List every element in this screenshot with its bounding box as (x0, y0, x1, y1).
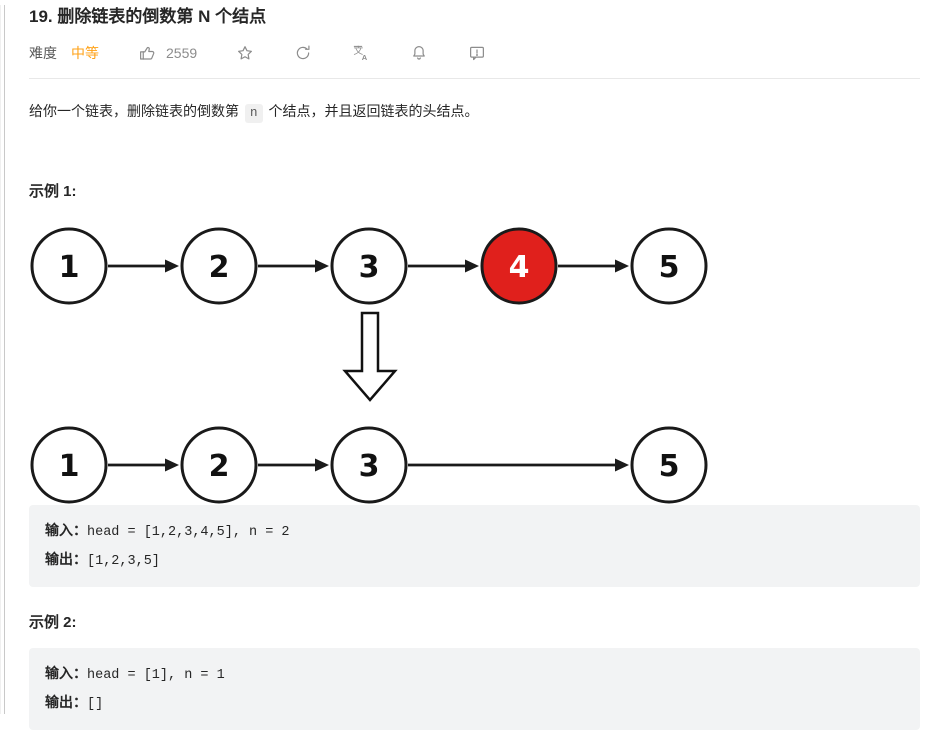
svg-text:1: 1 (59, 449, 80, 484)
svg-text:2: 2 (209, 449, 230, 484)
difficulty-label: 难度 (29, 45, 57, 61)
problem-title: 19. 删除链表的倒数第 N 个结点 (29, 7, 267, 26)
output-label: 输出： (45, 551, 87, 567)
example-1-output-value: [1,2,3,5] (87, 554, 160, 569)
feedback-icon[interactable] (467, 43, 487, 63)
inline-code-n: n (245, 104, 263, 123)
thumbs-up-icon (137, 43, 157, 63)
svg-text:3: 3 (359, 449, 380, 484)
problem-meta-row: 难度 中等 2559 文 (29, 41, 920, 65)
example-2-heading: 示例 2: (29, 614, 77, 631)
example-1-block: 输入：head = [1,2,3,4,5], n = 2 输出：[1,2,3,5… (29, 505, 920, 587)
input-label: 输入： (45, 522, 87, 538)
problem-description: 给你一个链表，删除链表的倒数第 n 个结点，并且返回链表的头结点。 (29, 100, 920, 123)
svg-text:A: A (362, 53, 368, 62)
example-1-input-value: head = [1,2,3,4,5], n = 2 (87, 525, 290, 540)
description-text-before: 给你一个链表，删除链表的倒数第 (29, 103, 239, 119)
like-count: 2559 (166, 45, 198, 61)
difficulty-badge: 中等 (71, 45, 99, 61)
example-1-heading: 示例 1: (29, 183, 77, 200)
like-button[interactable]: 2559 (137, 43, 197, 63)
example-2-block: 输入：head = [1], n = 1 输出：[] (29, 648, 920, 730)
input-label: 输入： (45, 665, 87, 681)
header-divider (29, 78, 920, 79)
problem-panel: 19. 删除链表的倒数第 N 个结点 难度 中等 2559 (4, 5, 937, 730)
translate-icon[interactable]: 文 A (351, 43, 371, 63)
bell-icon[interactable] (409, 43, 429, 63)
example-2-input-value: head = [1], n = 1 (87, 668, 225, 683)
svg-text:文: 文 (354, 44, 364, 57)
example-2-output-value: [] (87, 697, 104, 712)
svg-text:5: 5 (659, 449, 680, 484)
star-icon[interactable] (235, 43, 255, 63)
svg-text:5: 5 (659, 250, 680, 285)
linked-list-diagram: 1 2 3 4 5 1 2 3 5 (30, 227, 708, 504)
sync-icon[interactable] (293, 43, 313, 63)
svg-text:1: 1 (59, 250, 80, 285)
svg-text:4: 4 (509, 250, 530, 285)
svg-text:3: 3 (359, 250, 380, 285)
output-label: 输出： (45, 694, 87, 710)
svg-text:2: 2 (209, 250, 230, 285)
description-text-after: 个结点，并且返回链表的头结点。 (268, 103, 479, 119)
